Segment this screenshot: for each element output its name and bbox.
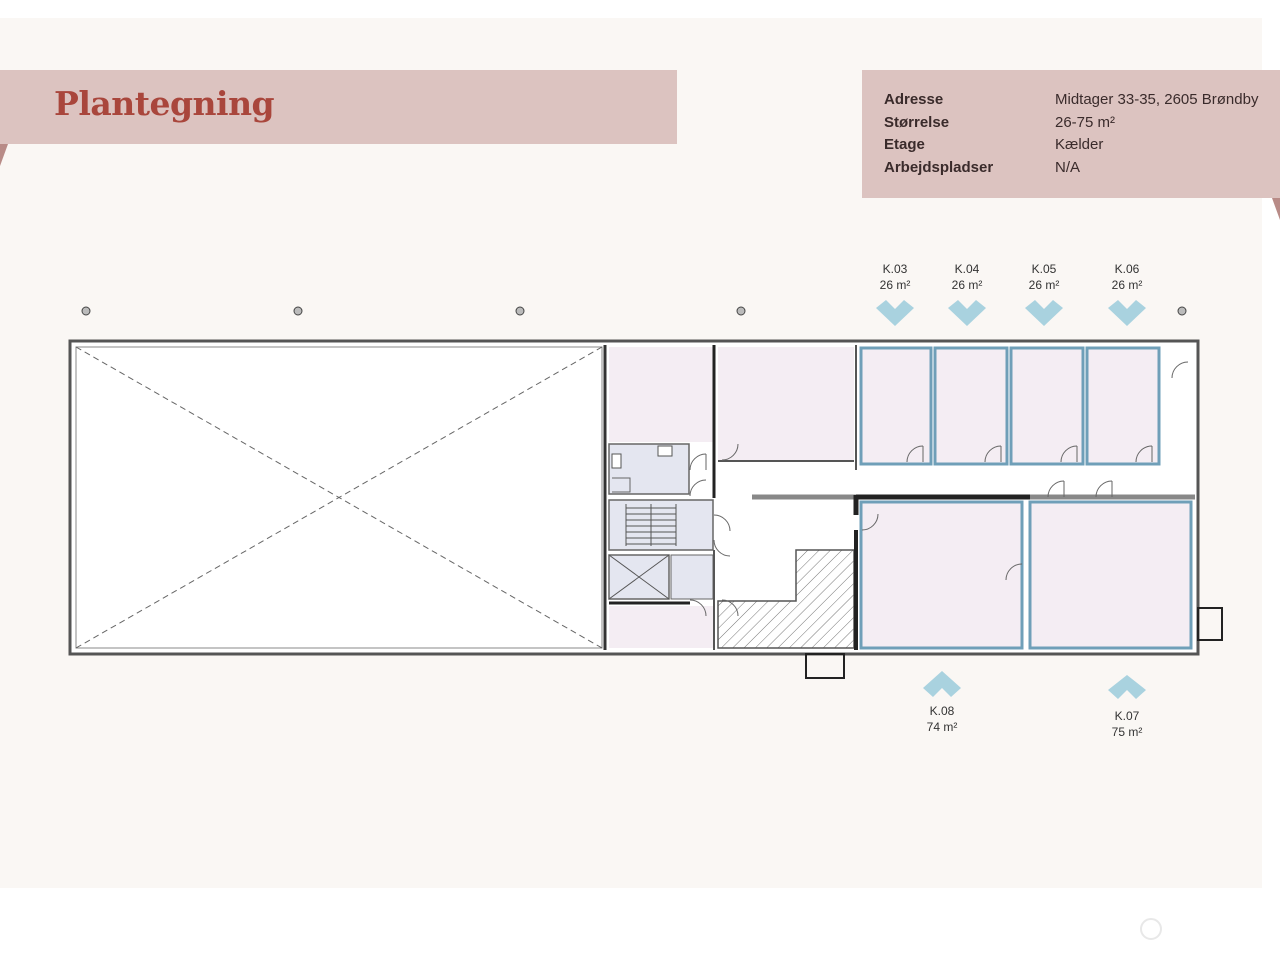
page-title: Plantegning [54,84,275,123]
info-value-address: Midtager 33-35, 2605 Brøndby [1055,91,1259,108]
room [609,606,713,648]
marker-k08 [923,671,961,697]
unit-label-k06-id: K.06 [1115,262,1140,276]
info-label-workplaces: Arbejdspladser [884,159,994,176]
info-value-floor: Kælder [1055,136,1104,153]
unit-k07[interactable] [1028,500,1193,650]
external-box [1197,607,1223,641]
sink-icon [657,445,673,457]
unit-k03[interactable] [859,346,933,466]
property-info-box [862,70,1280,198]
unit-markers-bottom [923,671,1146,699]
room [609,347,713,442]
toilet-icon [611,453,622,469]
room [718,347,854,460]
info-label-floor: Etage [884,136,925,153]
unit-label-k05-id: K.05 [1032,262,1057,276]
doors [689,361,1189,617]
unit-k06[interactable] [1085,346,1161,466]
watermark-icon [1140,918,1162,940]
hall-cross-line [75,346,603,649]
unit-label-k03-id: K.03 [883,262,908,276]
unit-label-k08-area: 74 m² [927,720,958,734]
unit-label-k07-id: K.07 [1115,709,1140,723]
unit-label-k05-area: 26 m² [1029,278,1060,292]
info-label-size: Størrelse [884,114,950,131]
unit-markers-top [876,300,1146,326]
unit-k04[interactable] [933,346,1009,466]
service-room [670,554,714,600]
marker-k05 [1025,300,1063,326]
unit-label-k08-id: K.08 [930,704,955,718]
columns [81,306,1187,316]
unit-label-k07-area: 75 m² [1112,725,1143,739]
unit-k05[interactable] [1009,346,1085,466]
unit-label-k03-area: 26 m² [880,278,911,292]
unit-label-k04-area: 26 m² [952,278,983,292]
info-label-address: Adresse [884,91,944,108]
stair-steps [625,504,677,546]
unit-label-k04-id: K.04 [955,262,980,276]
marker-k04 [948,300,986,326]
marker-k07 [1108,675,1146,699]
info-box-fold [1272,198,1280,220]
external-box [805,653,845,679]
unit-label-k06-area: 26 m² [1112,278,1143,292]
marker-k03 [876,300,914,326]
unit-k08[interactable] [859,500,1024,650]
title-band-fold [0,144,8,166]
title-band [0,70,677,144]
info-value-size: 26-75 m² [1055,114,1116,131]
toilet-room [608,443,690,495]
marker-k06 [1108,300,1146,326]
info-value-workplaces: N/A [1055,159,1081,176]
